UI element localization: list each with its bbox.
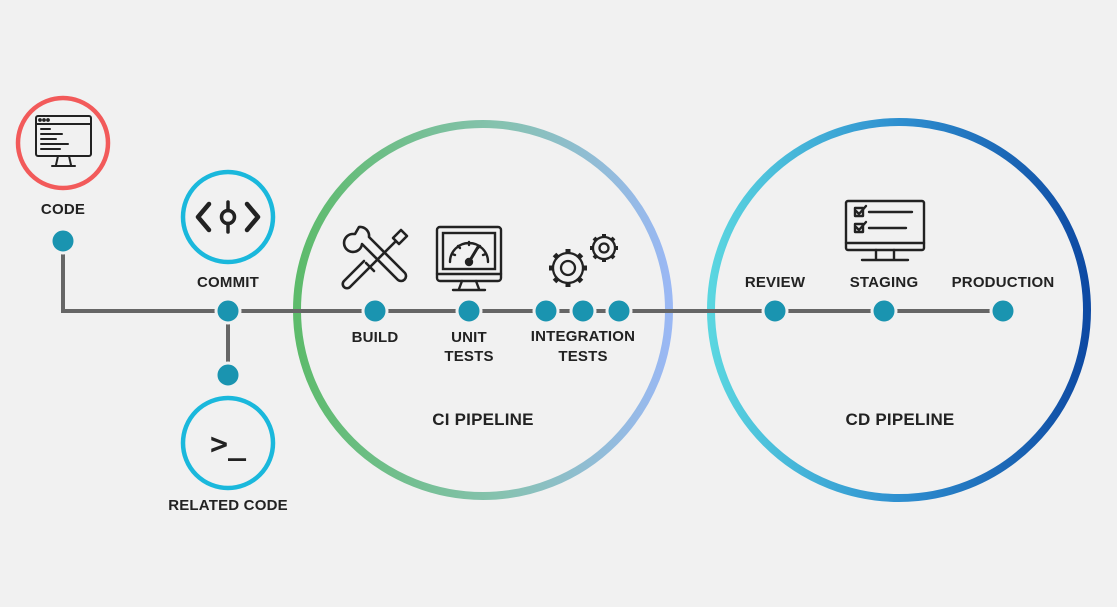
build-label: BUILD: [351, 329, 399, 346]
terminal-prompt-icon: >_: [210, 427, 247, 462]
unit-tests-label-line1: UNIT: [451, 329, 487, 346]
commit-label: COMMIT: [196, 274, 260, 291]
related-code-node[interactable]: [214, 361, 242, 389]
code-to-main-connector: [61, 239, 230, 313]
related-code-icon-ring: [180, 395, 276, 491]
integration-tests-node-2[interactable]: [569, 297, 597, 325]
related-code-label: RELATED CODE: [168, 497, 288, 514]
unit-tests-node[interactable]: [455, 297, 483, 325]
integration-tests-label-line2: TESTS: [558, 348, 608, 365]
build-node[interactable]: [361, 297, 389, 325]
cd-pipeline-label: CD PIPELINE: [845, 410, 955, 429]
pipeline-nodes: [49, 227, 1017, 389]
integration-tests-node-3[interactable]: [605, 297, 633, 325]
review-node[interactable]: [761, 297, 789, 325]
integration-tests-node-1[interactable]: [532, 297, 560, 325]
production-label: PRODUCTION: [951, 274, 1055, 291]
unit-tests-label-line2: TESTS: [444, 348, 494, 365]
production-node[interactable]: [989, 297, 1017, 325]
code-node[interactable]: [49, 227, 77, 255]
staging-label: STAGING: [849, 274, 919, 291]
commit-node[interactable]: [214, 297, 242, 325]
integration-tests-label-line1: INTEGRATION: [530, 328, 636, 345]
wrench-screwdriver-icon: [341, 225, 409, 290]
gauge-monitor-icon: [435, 225, 503, 292]
checklist-monitor-icon: [844, 199, 926, 262]
code-editor-monitor-icon: [35, 115, 92, 167]
code-label: CODE: [40, 201, 86, 218]
git-commit-icon: [195, 200, 261, 234]
review-label: REVIEW: [744, 274, 806, 291]
gears-icon: [549, 234, 618, 287]
ci-pipeline-label: CI PIPELINE: [432, 410, 534, 429]
commit-icon-ring: [180, 169, 276, 265]
code-icon-ring: [15, 95, 111, 191]
staging-node[interactable]: [870, 297, 898, 325]
